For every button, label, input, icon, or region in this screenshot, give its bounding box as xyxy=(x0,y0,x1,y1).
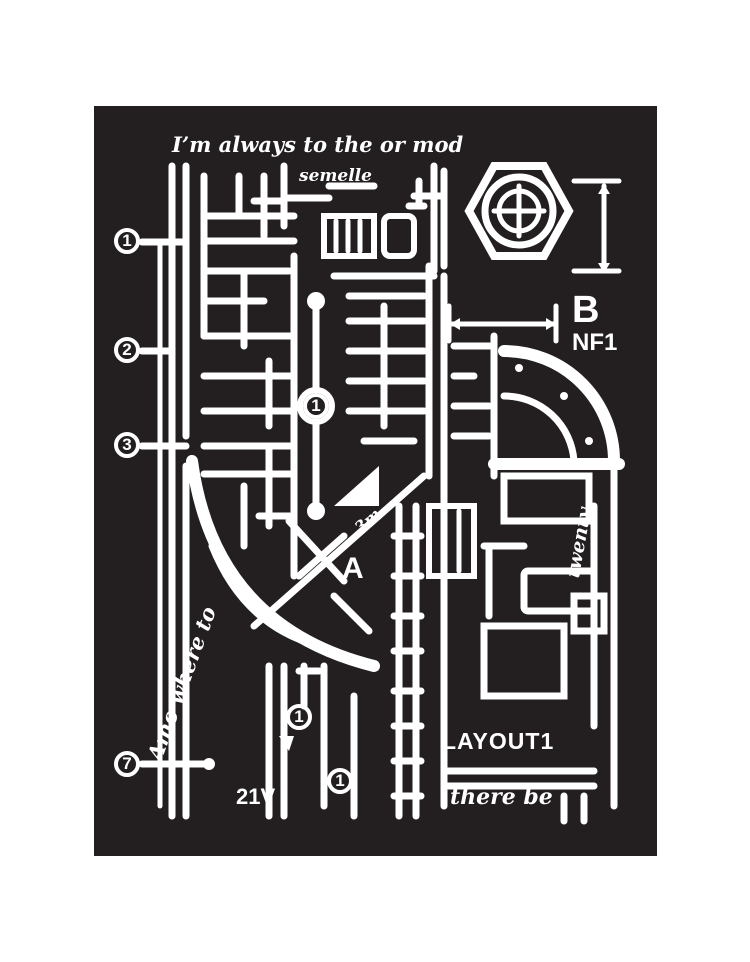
badge-1: 1 xyxy=(114,228,140,254)
label-layout1: LAYOUT1 xyxy=(442,728,555,754)
stencil-panel: 1 2 3 1 1 1 7 B NF1 A LAYOUT1 21V I’m al… xyxy=(94,106,657,856)
badge-center: 1 xyxy=(303,393,329,419)
script-top-line1: I’m always to the or mod xyxy=(172,132,464,157)
script-bottom-right: there be xyxy=(450,784,553,810)
label-b: B xyxy=(572,289,600,331)
badge-lower-2: 1 xyxy=(327,768,353,794)
badge-7: 7 xyxy=(114,751,140,777)
badge-lower-1: 1 xyxy=(286,704,312,730)
label-a: A xyxy=(342,552,364,585)
badge-3: 3 xyxy=(114,432,140,458)
circuit-lines xyxy=(138,162,625,825)
label-nf1: NF1 xyxy=(572,329,618,356)
badge-2: 2 xyxy=(114,337,140,363)
label-voltage: 21V xyxy=(236,784,276,809)
script-top-line2: semelle xyxy=(299,166,372,186)
